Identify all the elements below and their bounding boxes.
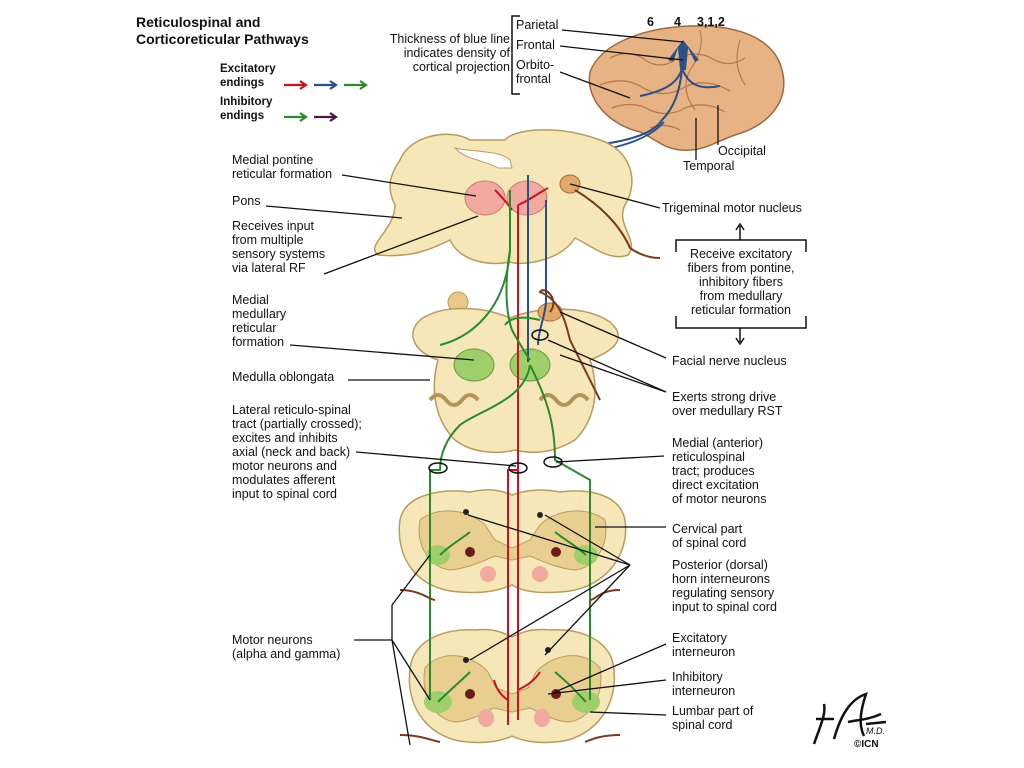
medulla-section bbox=[412, 302, 619, 454]
label-medial-pontine: Medial pontine reticular formation bbox=[232, 153, 333, 181]
label-medial-rst: Medial (anterior) reticulospinal tract; … bbox=[672, 436, 767, 506]
label-exerts-drive: Exerts strong drive over medullary RST bbox=[672, 390, 783, 418]
area-number-4: 4 bbox=[674, 15, 681, 29]
label-posterior-horn: Posterior (dorsal) horn interneurons reg… bbox=[672, 558, 777, 614]
label-facial: Facial nerve nucleus bbox=[672, 354, 787, 368]
area-number-6: 6 bbox=[647, 15, 654, 29]
area-number-312: 3,1,2 bbox=[697, 15, 725, 29]
label-medial-medullary: Medial medullary reticular formation bbox=[232, 293, 287, 349]
cortex-density-note: Thickness of blue line indicates density… bbox=[389, 32, 510, 74]
label-receives-input: Receives input from multiple sensory sys… bbox=[232, 219, 326, 275]
interneuron-markers bbox=[463, 509, 561, 699]
label-receive-excitatory: Receive excitatory fibers from pontine, … bbox=[687, 247, 795, 317]
cortex-region-bracket bbox=[511, 15, 520, 95]
legend-arrows bbox=[284, 80, 368, 122]
label-temporal: Temporal bbox=[683, 159, 735, 173]
leader-lines bbox=[265, 29, 719, 746]
label-motor-neurons: Motor neurons (alpha and gamma) bbox=[232, 633, 341, 661]
lumbar-cord-section bbox=[408, 628, 616, 744]
pons-section bbox=[374, 129, 633, 265]
cortex-region-orbitofrontal: Orbito- frontal bbox=[516, 58, 555, 86]
diagram-title: Reticulospinal and Corticoreticular Path… bbox=[136, 14, 309, 47]
label-lateral-rst: Lateral reticulo-spinal tract (partially… bbox=[232, 403, 362, 501]
label-pons: Pons bbox=[232, 194, 261, 208]
label-occipital: Occipital bbox=[718, 144, 766, 158]
label-lumbar: Lumbar part of spinal cord bbox=[672, 704, 754, 732]
netter-signature: M.D. ©ICN bbox=[806, 684, 896, 754]
label-inhibitory-interneuron: Inhibitory interneuron bbox=[672, 670, 736, 698]
label-medulla: Medulla oblongata bbox=[232, 370, 335, 384]
cortex-region-parietal: Parietal bbox=[516, 18, 559, 32]
receive-excitatory-bracket bbox=[675, 226, 807, 342]
legend-excitatory-label: Excitatory endings bbox=[220, 63, 276, 89]
signature-mark: ©ICN bbox=[854, 739, 879, 750]
signature-suffix: M.D. bbox=[866, 726, 885, 736]
cortex-region-frontal: Frontal bbox=[516, 38, 555, 52]
label-excitatory-interneuron: Excitatory interneuron bbox=[672, 631, 736, 659]
legend-inhibitory-label: Inhibitory endings bbox=[220, 96, 273, 122]
cervical-cord-section bbox=[398, 489, 627, 594]
label-trigeminal: Trigeminal motor nucleus bbox=[662, 201, 802, 215]
label-cervical: Cervical part of spinal cord bbox=[672, 522, 747, 550]
